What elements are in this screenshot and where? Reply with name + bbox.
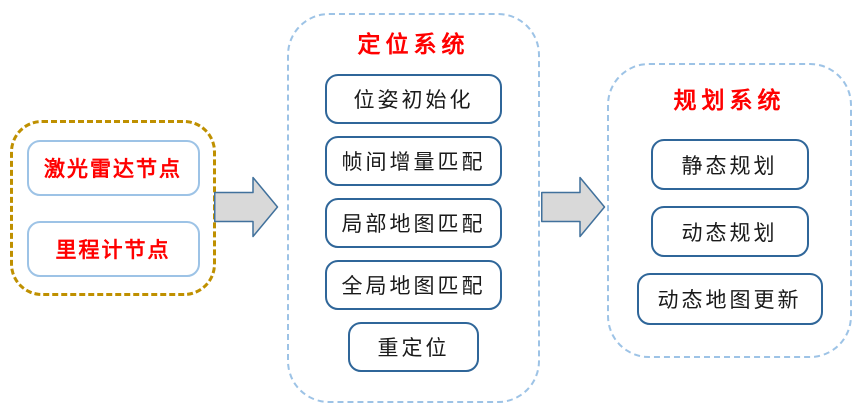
global-map-match-label: 全局地图匹配 [341, 274, 486, 298]
planning-box-stack: 静态规划 动态规划 动态地图更新 [636, 139, 823, 325]
global-map-match-box: 全局地图匹配 [325, 260, 502, 310]
dynamic-map-update-label: 动态地图更新 [657, 288, 802, 312]
planning-system-group: 规划系统 静态规划 动态规划 动态地图更新 [607, 63, 852, 358]
relocalization-box: 重定位 [348, 322, 479, 372]
pose-init-box: 位姿初始化 [325, 74, 502, 124]
local-map-match-box: 局部地图匹配 [325, 198, 502, 248]
frame-increment-match-label: 帧间增量匹配 [341, 150, 486, 174]
localization-system-title: 定位系统 [357, 32, 470, 58]
local-map-match-label: 局部地图匹配 [341, 212, 486, 236]
pose-init-label: 位姿初始化 [353, 88, 474, 112]
dynamic-planning-label: 动态规划 [681, 220, 778, 245]
localization-system-group: 定位系统 位姿初始化 帧间增量匹配 局部地图匹配 全局地图匹配 重定位 [287, 13, 540, 403]
arrow-right-icon [214, 176, 279, 238]
dynamic-planning-box: 动态规划 [650, 206, 809, 257]
sensor-nodes-group: 激光雷达节点 里程计节点 [10, 120, 216, 296]
static-planning-box: 静态规划 [650, 139, 809, 190]
odometry-node-box: 里程计节点 [26, 220, 200, 277]
static-planning-label: 静态规划 [681, 153, 778, 178]
relocalization-label: 重定位 [377, 336, 450, 360]
lidar-node-label: 激光雷达节点 [44, 156, 182, 181]
arrow-right-icon [541, 176, 606, 238]
localization-box-stack: 位姿初始化 帧间增量匹配 局部地图匹配 全局地图匹配 重定位 [325, 74, 502, 372]
dynamic-map-update-box: 动态地图更新 [636, 273, 823, 325]
odometry-node-label: 里程计节点 [55, 237, 171, 262]
frame-increment-match-box: 帧间增量匹配 [325, 136, 502, 186]
lidar-node-box: 激光雷达节点 [26, 139, 200, 196]
planning-system-title: 规划系统 [673, 88, 786, 114]
